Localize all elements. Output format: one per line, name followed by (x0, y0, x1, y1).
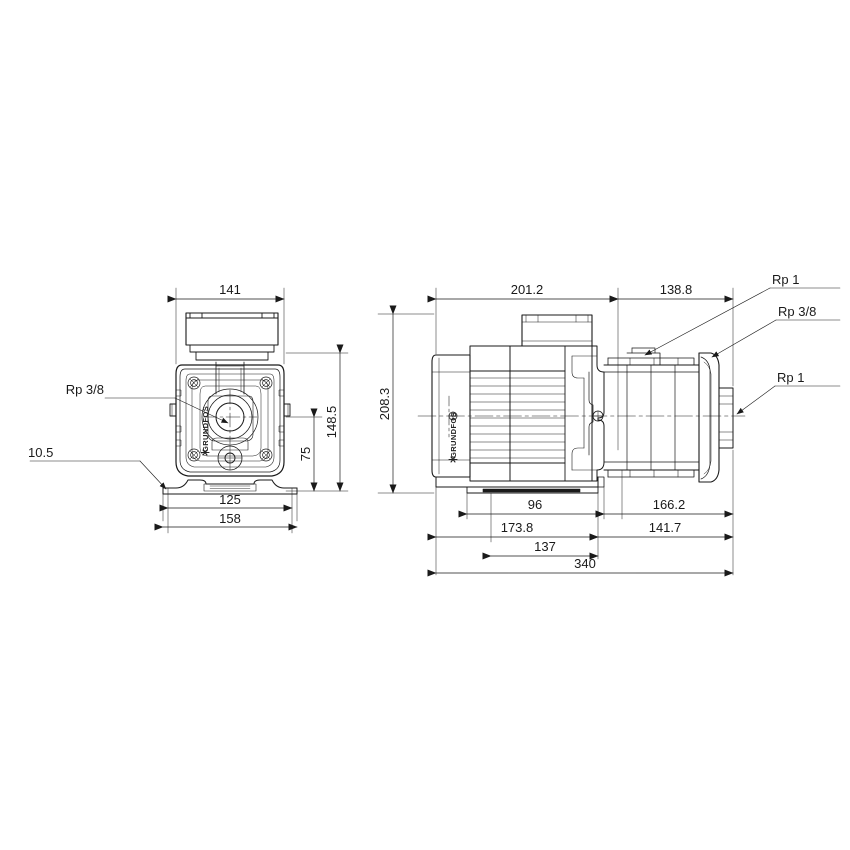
dim-discharge-to-end: 141.7 (649, 520, 682, 535)
front-view-brand: GRUNDFOS (200, 406, 210, 456)
side-label-rp1-side: Rp 1 (736, 370, 841, 415)
front-label-rp38: Rp 3/8 (66, 382, 229, 424)
front-label-105: 10.5 (28, 445, 167, 490)
dim-motor-length: 201.2 (511, 282, 544, 297)
dim-overall-length: 340 (574, 556, 596, 571)
label-side-port: Rp 1 (777, 370, 804, 385)
side-view-brand: GRUNDFOS (448, 411, 458, 463)
side-label-rp1-top: Rp 1 (644, 272, 841, 356)
label-foot-thickness: 10.5 (28, 445, 53, 460)
dim-pump-length: 138.8 (660, 282, 693, 297)
dim-foot-slot: 96 (528, 497, 542, 512)
side-dim-top: 201.2 138.8 (427, 282, 734, 451)
side-label-rp38: Rp 3/8 (711, 304, 841, 358)
front-dim-base: 125 158 (154, 492, 298, 534)
dim-foot-span: 137 (534, 539, 556, 554)
label-drain-port: Rp 3/8 (778, 304, 816, 319)
label-top-port: Rp 1 (772, 272, 799, 287)
brand-label: GRUNDFOS (449, 412, 458, 458)
dim-foot-width: 158 (219, 511, 241, 526)
dim-side-height: 208.3 (377, 388, 392, 421)
dim-motor-to-foot: 173.8 (501, 520, 534, 535)
side-dim-bottom: 96 166.2 173.8 141.7 137 340 (427, 449, 734, 577)
front-dim-heights: 148.5 75 (285, 344, 349, 492)
dim-shaft-height: 75 (298, 447, 313, 461)
front-view-geometry: GRUNDFOS (162, 312, 298, 495)
label-front-port: Rp 3/8 (66, 382, 104, 397)
dim-suction-to-end: 166.2 (653, 497, 686, 512)
svg-text:GRUNDFOS: GRUNDFOS (201, 406, 210, 452)
dim-front-width: 141 (219, 282, 241, 297)
side-view-geometry: GRUNDFOS (417, 314, 746, 494)
side-dim-height: 208.3 (377, 305, 435, 494)
dim-front-height: 148.5 (324, 406, 339, 439)
front-dim-141: 141 (167, 282, 285, 365)
dim-foot-hole-spacing: 125 (219, 492, 241, 507)
